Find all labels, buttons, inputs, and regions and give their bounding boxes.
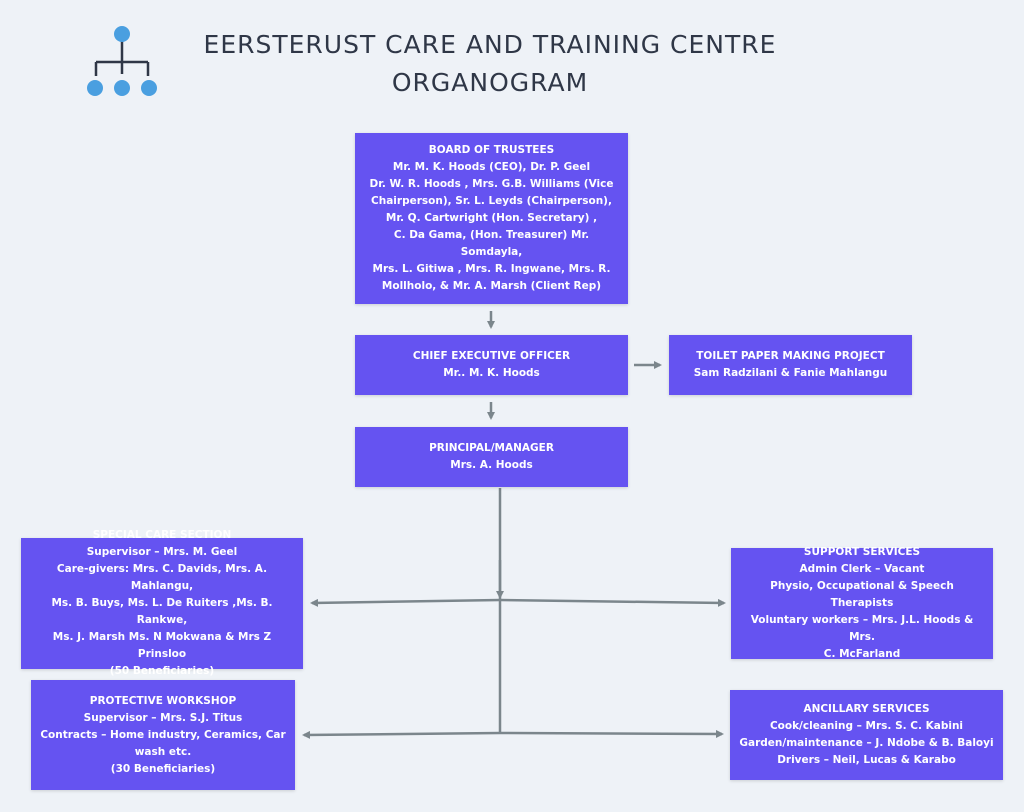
ancillary-line: Cook/cleaning – Mrs. S. C. Kabini: [769, 720, 964, 732]
protective-line: Contracts – Home industry, Ceramics, Car: [40, 728, 286, 741]
ancillary-line: Garden/maintenance – J. Ndobe & B. Baloy…: [739, 737, 994, 749]
arrow-to-protective-workshop: [302, 730, 501, 739]
protective-heading: PROTECTIVE WORKSHOP: [89, 694, 237, 707]
toilet-heading: TOILET PAPER MAKING PROJECT: [696, 350, 885, 362]
page-title: EERSTERUST CARE AND TRAINING CENTRE ORGA…: [190, 26, 790, 102]
board-of-trustees-box: BOARD OF TRUSTEES Mr. M. K. Hoods (CEO),…: [355, 133, 628, 304]
board-line: C. Da Gama, (Hon. Treasurer) Mr. Somdayl…: [393, 229, 590, 258]
protective-line: (30 Beneficiaries): [110, 762, 216, 775]
arrow-to-ancillary-services: [499, 729, 724, 738]
title-line-2: ORGANOGRAM: [391, 68, 589, 97]
special-care-section-box: SPECIAL CARE SECTION Supervisor – Mrs. M…: [21, 529, 303, 677]
ancillary-heading: ANCILLARY SERVICES: [803, 703, 930, 715]
special-line: Ms. B. Buys, Ms. L. De Ruiters ,Ms. B. R…: [51, 597, 273, 626]
ancillary-services-box: ANCILLARY SERVICES Cook/cleaning – Mrs. …: [730, 690, 1003, 780]
board-line: Mollholo, & Mr. A. Marsh (Client Rep): [381, 280, 602, 292]
special-line: Supervisor – Mrs. M. Geel: [86, 546, 238, 558]
org-chart-icon: [87, 26, 157, 96]
special-line: Ms. J. Marsh Ms. N Mokwana & Mrs Z Prins…: [52, 631, 272, 660]
ancillary-line: Drivers – Neil, Lucas & Karabo: [777, 754, 956, 766]
principal-manager-box: PRINCIPAL/MANAGER Mrs. A. Hoods: [355, 427, 628, 487]
support-heading: SUPPORT SERVICES: [803, 546, 921, 558]
special-line: (50 Beneficiaries): [109, 665, 215, 677]
board-line: Mr. Q. Cartwright (Hon. Secretary) ,: [385, 212, 598, 224]
toilet-paper-project-box: TOILET PAPER MAKING PROJECT Sam Radzilan…: [669, 335, 912, 395]
ceo-box: CHIEF EXECUTIVE OFFICER Mr.. M. K. Hoods: [355, 335, 628, 395]
support-services-box: SUPPORT SERVICES Admin Clerk – Vacant Ph…: [731, 546, 993, 660]
board-heading: BOARD OF TRUSTEES: [428, 144, 555, 156]
board-line: Chairperson), Sr. L. Leyds (Chairperson)…: [371, 195, 612, 207]
special-heading: SPECIAL CARE SECTION: [92, 529, 232, 541]
arrow-to-special-care: [310, 598, 501, 607]
board-line: Mrs. L. Gitiwa , Mrs. R. Ingwane, Mrs. R…: [372, 263, 611, 275]
title-line-1: EERSTERUST CARE AND TRAINING CENTRE: [203, 30, 777, 59]
board-line: Dr. W. R. Hoods , Mrs. G.B. Williams (Vi…: [369, 178, 614, 190]
support-line: Voluntary workers – Mrs. J.L. Hoods & Mr…: [750, 614, 974, 643]
support-line: Admin Clerk – Vacant: [799, 563, 925, 575]
ceo-line: Mr.. M. K. Hoods: [443, 367, 540, 379]
board-line: Mr. M. K. Hoods (CEO), Dr. P. Geel: [392, 161, 591, 173]
protective-line: wash etc.: [134, 745, 192, 758]
ceo-heading: CHIEF EXECUTIVE OFFICER: [412, 350, 571, 362]
protective-line: Supervisor – Mrs. S.J. Titus: [83, 711, 243, 724]
principal-heading: PRINCIPAL/MANAGER: [429, 442, 554, 454]
support-line: C. McFarland: [823, 648, 901, 660]
protective-workshop-box: PROTECTIVE WORKSHOP Supervisor – Mrs. S.…: [31, 680, 295, 790]
toilet-line: Sam Radzilani & Fanie Mahlangu: [693, 367, 888, 379]
special-line: Care-givers: Mrs. C. Davids, Mrs. A. Mah…: [56, 563, 268, 592]
arrow-to-support-services: [499, 598, 726, 607]
support-line: Physio, Occupational & Speech Therapists: [770, 580, 954, 609]
principal-line: Mrs. A. Hoods: [450, 459, 533, 471]
